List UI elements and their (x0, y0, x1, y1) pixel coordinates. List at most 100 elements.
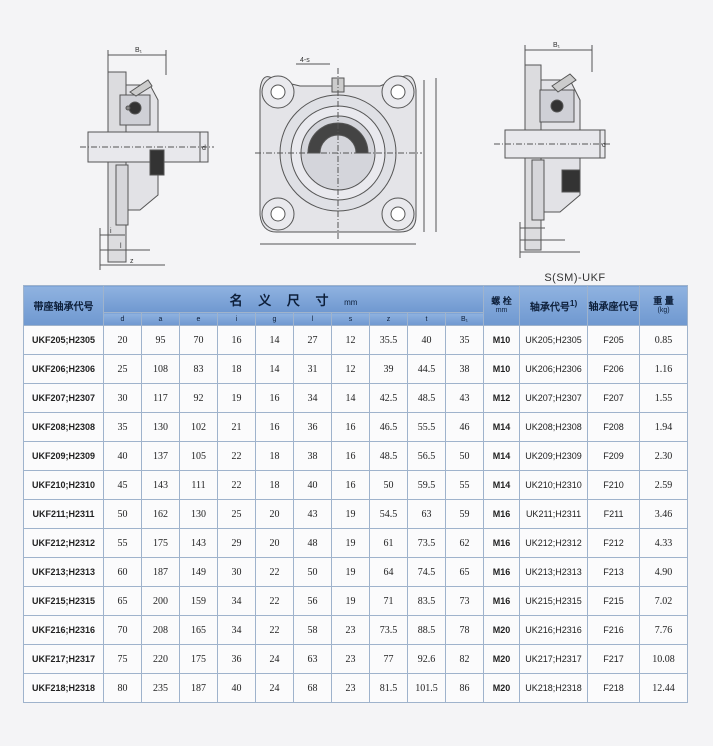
bolt-cell: M10 (483, 354, 521, 384)
dim-cell: 23 (331, 644, 370, 674)
bolt-cell: M20 (483, 615, 521, 645)
dim-cell: 14 (255, 354, 294, 384)
dim-cell: 101.5 (407, 673, 446, 703)
weight-cell: 12.44 (639, 673, 689, 703)
dim-cell: 105 (179, 441, 218, 471)
insert-cell: UK205;H2305 (519, 325, 589, 355)
insert-cell: UK215;H2315 (519, 586, 589, 616)
dim-cell: 38 (293, 441, 332, 471)
dim-cell: 77 (369, 644, 408, 674)
dim-cell: 187 (179, 673, 218, 703)
dim-cell: 54.5 (369, 499, 408, 529)
dim-cell: 130 (141, 412, 180, 442)
label-d-right: d (602, 142, 606, 149)
dim-cell: 30 (217, 557, 256, 587)
model-cell: UKF216;H2316 (23, 615, 104, 645)
label-b1-right: B₁ (553, 42, 561, 49)
dim-cell: 78 (444, 615, 485, 645)
dim-cell: 34 (217, 615, 256, 645)
dim-cell: 34 (293, 383, 332, 413)
dim-cell: 65 (444, 557, 485, 587)
dim-cell: 92.6 (407, 644, 446, 674)
weight-cell: 2.30 (639, 441, 689, 471)
label-4s: 4-s (300, 57, 310, 64)
dim-cell: 16 (217, 325, 256, 355)
housing-cell: F207 (587, 383, 641, 413)
label-b1-left: B₁ (135, 47, 143, 54)
model-cell: UKF205;H2305 (23, 325, 104, 355)
dim-cell: 130 (179, 499, 218, 529)
dim-cell: 75 (103, 644, 142, 674)
bolt-cell: M14 (483, 412, 521, 442)
model-cell: UKF213;H2313 (23, 557, 104, 587)
dim-col-header: e (179, 312, 218, 326)
housing-cell: F213 (587, 557, 641, 587)
dim-cell: 12 (331, 354, 370, 384)
dim-cell: 187 (141, 557, 180, 587)
dim-cell: 40 (293, 470, 332, 500)
bolt-cell: M10 (483, 325, 521, 355)
dim-cell: 73.5 (407, 528, 446, 558)
dim-cell: 73 (444, 586, 485, 616)
bolt-cell: M20 (483, 673, 521, 703)
model-cell: UKF210;H2310 (23, 470, 104, 500)
label-l-left: l (120, 243, 122, 250)
header-insert: 轴承代号1) (519, 285, 589, 326)
insert-cell: UK208;H2308 (519, 412, 589, 442)
dim-cell: 40 (407, 325, 446, 355)
dim-cell: 165 (179, 615, 218, 645)
housing-cell: F218 (587, 673, 641, 703)
dim-cell: 111 (179, 470, 218, 500)
dim-cell: 95 (141, 325, 180, 355)
weight-cell: 10.08 (639, 644, 689, 674)
bolt-cell: M14 (483, 441, 521, 471)
weight-cell: 2.59 (639, 470, 689, 500)
dim-cell: 108 (141, 354, 180, 384)
dim-cell: 58 (293, 615, 332, 645)
dim-cell: 60 (103, 557, 142, 587)
dim-cell: 235 (141, 673, 180, 703)
housing-cell: F210 (587, 470, 641, 500)
dim-col-header: g (255, 312, 294, 326)
dim-cell: 24 (255, 673, 294, 703)
dim-cell: 14 (331, 383, 370, 413)
dim-cell: 18 (255, 470, 294, 500)
dim-cell: 81.5 (369, 673, 408, 703)
dim-cell: 16 (331, 441, 370, 471)
dim-cell: 35.5 (369, 325, 408, 355)
dim-cell: 92 (179, 383, 218, 413)
model-cell: UKF218;H2318 (23, 673, 104, 703)
insert-cell: UK216;H2316 (519, 615, 589, 645)
label-z-left: z (130, 258, 134, 265)
model-cell: UKF211;H2311 (23, 499, 104, 529)
dim-cell: 208 (141, 615, 180, 645)
insert-cell: UK206;H2306 (519, 354, 589, 384)
dim-cell: 143 (141, 470, 180, 500)
dim-col-header: l (293, 312, 332, 326)
bolt-cell: M16 (483, 557, 521, 587)
dim-cell: 102 (179, 412, 218, 442)
dim-cell: 22 (217, 470, 256, 500)
dim-cell: 62 (444, 528, 485, 558)
dim-cell: 39 (369, 354, 408, 384)
dim-cell: 30 (103, 383, 142, 413)
dim-cell: 23 (331, 673, 370, 703)
dim-cell: 59.5 (407, 470, 446, 500)
bolt-cell: M20 (483, 644, 521, 674)
weight-cell: 1.16 (639, 354, 689, 384)
housing-cell: F212 (587, 528, 641, 558)
insert-cell: UK209;H2309 (519, 441, 589, 471)
dim-cell: 48.5 (369, 441, 408, 471)
dim-col-header: s (331, 312, 370, 326)
dim-cell: 45 (103, 470, 142, 500)
housing-cell: F209 (587, 441, 641, 471)
insert-cell: UK207;H2307 (519, 383, 589, 413)
housing-cell: F216 (587, 615, 641, 645)
dim-cell: 64 (369, 557, 408, 587)
dim-cell: 88.5 (407, 615, 446, 645)
